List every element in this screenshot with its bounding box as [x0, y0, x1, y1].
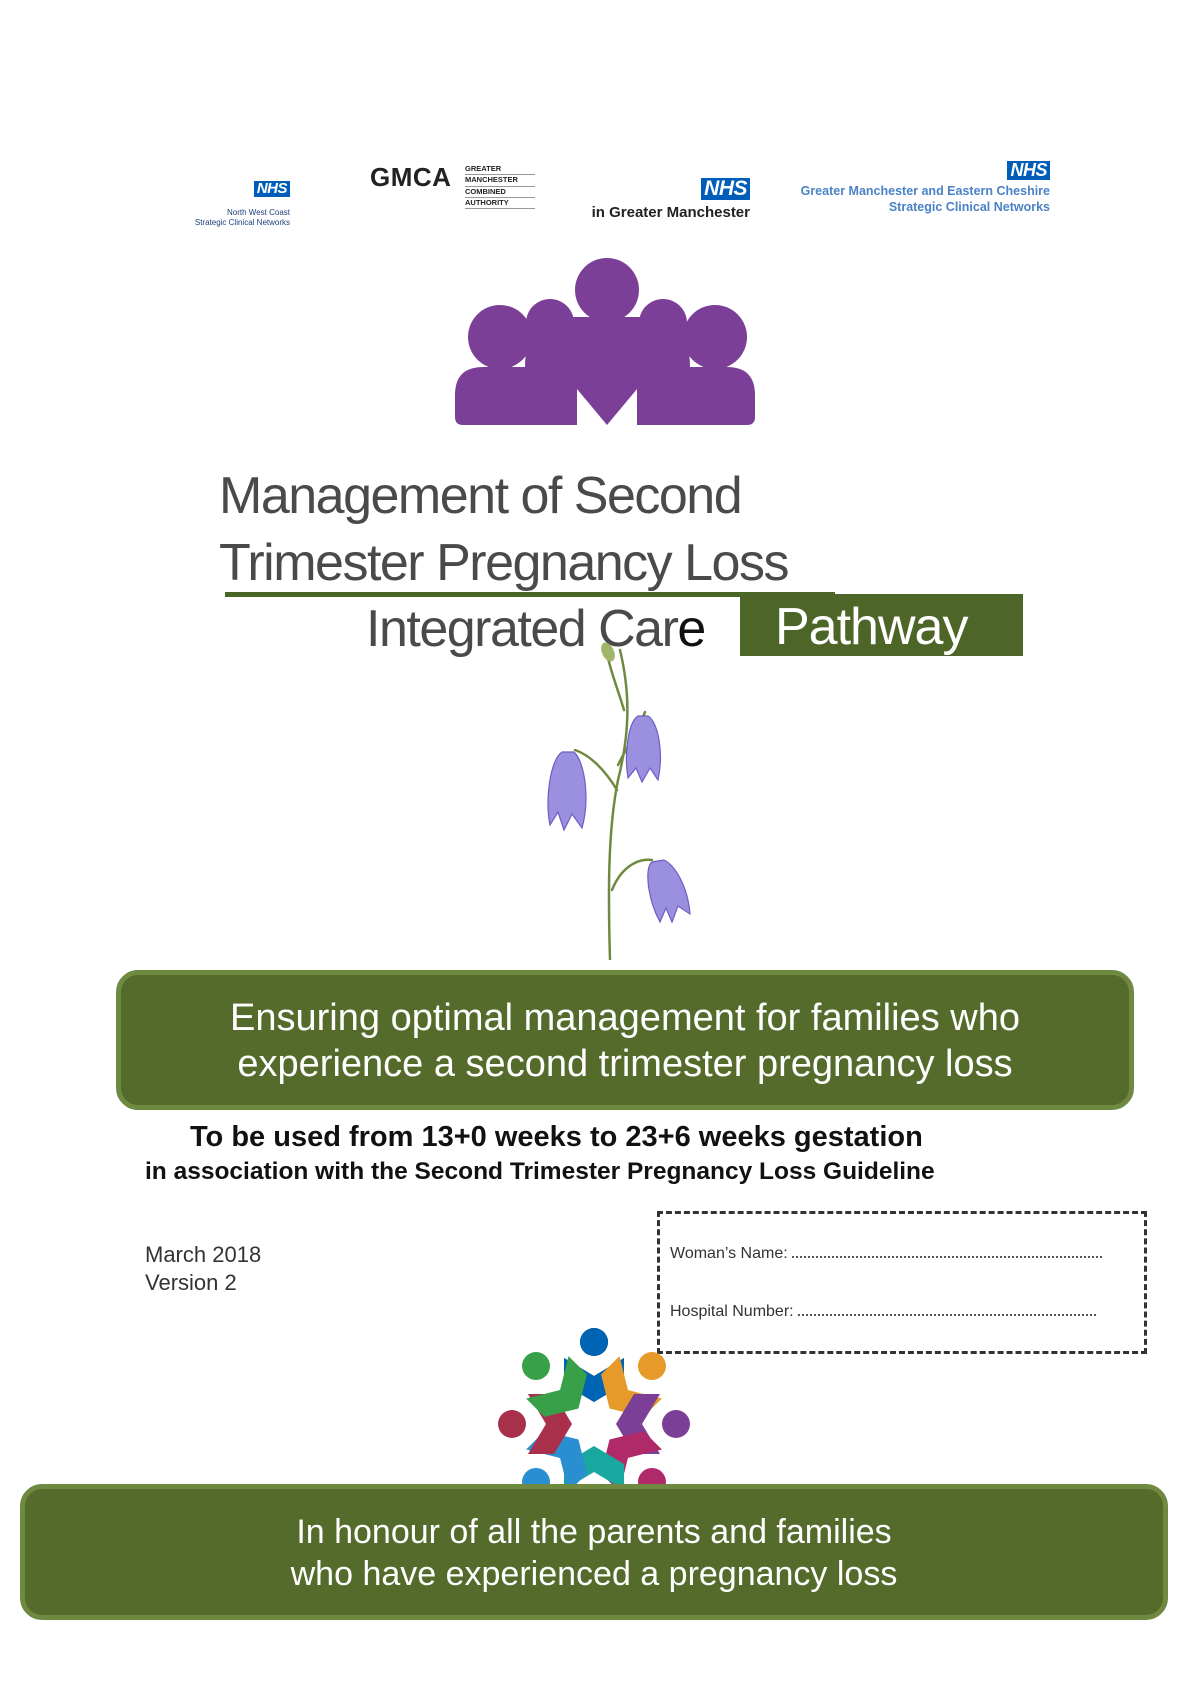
- ngm-subtitle: in Greater Manchester: [591, 204, 750, 222]
- womans-name-blank[interactable]: [791, 1244, 1102, 1258]
- pathway-label: Pathway: [775, 598, 968, 656]
- nwc-subtitle: North West Coast Strategic Clinical Netw…: [194, 208, 290, 227]
- nhs-badge: NHS: [1007, 161, 1050, 180]
- usage-gestation: To be used from 13+0 weeks to 23+6 weeks…: [190, 1121, 923, 1153]
- pathway-highlight: [740, 594, 1023, 656]
- womans-name-field[interactable]: Woman’s Name:: [670, 1244, 1102, 1263]
- nhs-greater-manchester-logo: NHS in Greater Manchester: [560, 177, 750, 222]
- dedication-line-2: who have experienced a pregnancy loss: [290, 1555, 898, 1593]
- gmca-wordmark: GMCA: [370, 162, 452, 192]
- nhs-badge: NHS: [253, 181, 290, 197]
- nhs-gmec-logo: NHS Greater Manchester and Eastern Chesh…: [760, 161, 1050, 216]
- document-version: Version 2: [145, 1270, 237, 1295]
- hospital-number-field[interactable]: Hospital Number:: [670, 1302, 1096, 1321]
- patient-details-box: Woman’s Name: Hospital Number:: [657, 1211, 1147, 1354]
- gmca-subtitle: GREATER MANCHESTER COMBINED AUTHORITY: [465, 164, 535, 210]
- hospital-number-label: Hospital Number:: [670, 1303, 794, 1320]
- title-divider: [225, 592, 835, 597]
- harebell-flower-icon: [547, 642, 691, 960]
- usage-guideline: in association with the Second Trimester…: [145, 1158, 935, 1185]
- nhs-badge: NHS: [701, 177, 750, 201]
- gmca-logo: GMCA GREATER MANCHESTER COMBINED AUTHORI…: [370, 158, 535, 214]
- tagline-line-2: experience a second trimester pregnancy …: [237, 1043, 1013, 1085]
- gmec-subtitle: Greater Manchester and Eastern Cheshire …: [800, 184, 1050, 215]
- document-meta: March 2018 Version 2: [145, 1241, 261, 1297]
- document-date: March 2018: [145, 1242, 262, 1267]
- dedication-banner: In honour of all the parents and familie…: [20, 1484, 1168, 1620]
- tagline-banner: Ensuring optimal management for families…: [116, 970, 1134, 1110]
- title-line-2: Trimester Pregnancy Loss: [219, 534, 789, 592]
- nhs-north-west-coast-logo: NHS North West Coast Strategic Clinical …: [160, 180, 290, 228]
- people-emblem-icon: [455, 258, 755, 425]
- hospital-number-blank[interactable]: [797, 1302, 1096, 1316]
- community-circle-icon: [498, 1328, 690, 1520]
- womans-name-label: Woman’s Name:: [670, 1245, 788, 1262]
- title-line-1: Management of Second: [219, 467, 743, 525]
- dedication-line-1: In honour of all the parents and familie…: [296, 1513, 892, 1551]
- tagline-line-1: Ensuring optimal management for families…: [230, 997, 1020, 1039]
- title-line-3: Integrated Care: [366, 600, 706, 658]
